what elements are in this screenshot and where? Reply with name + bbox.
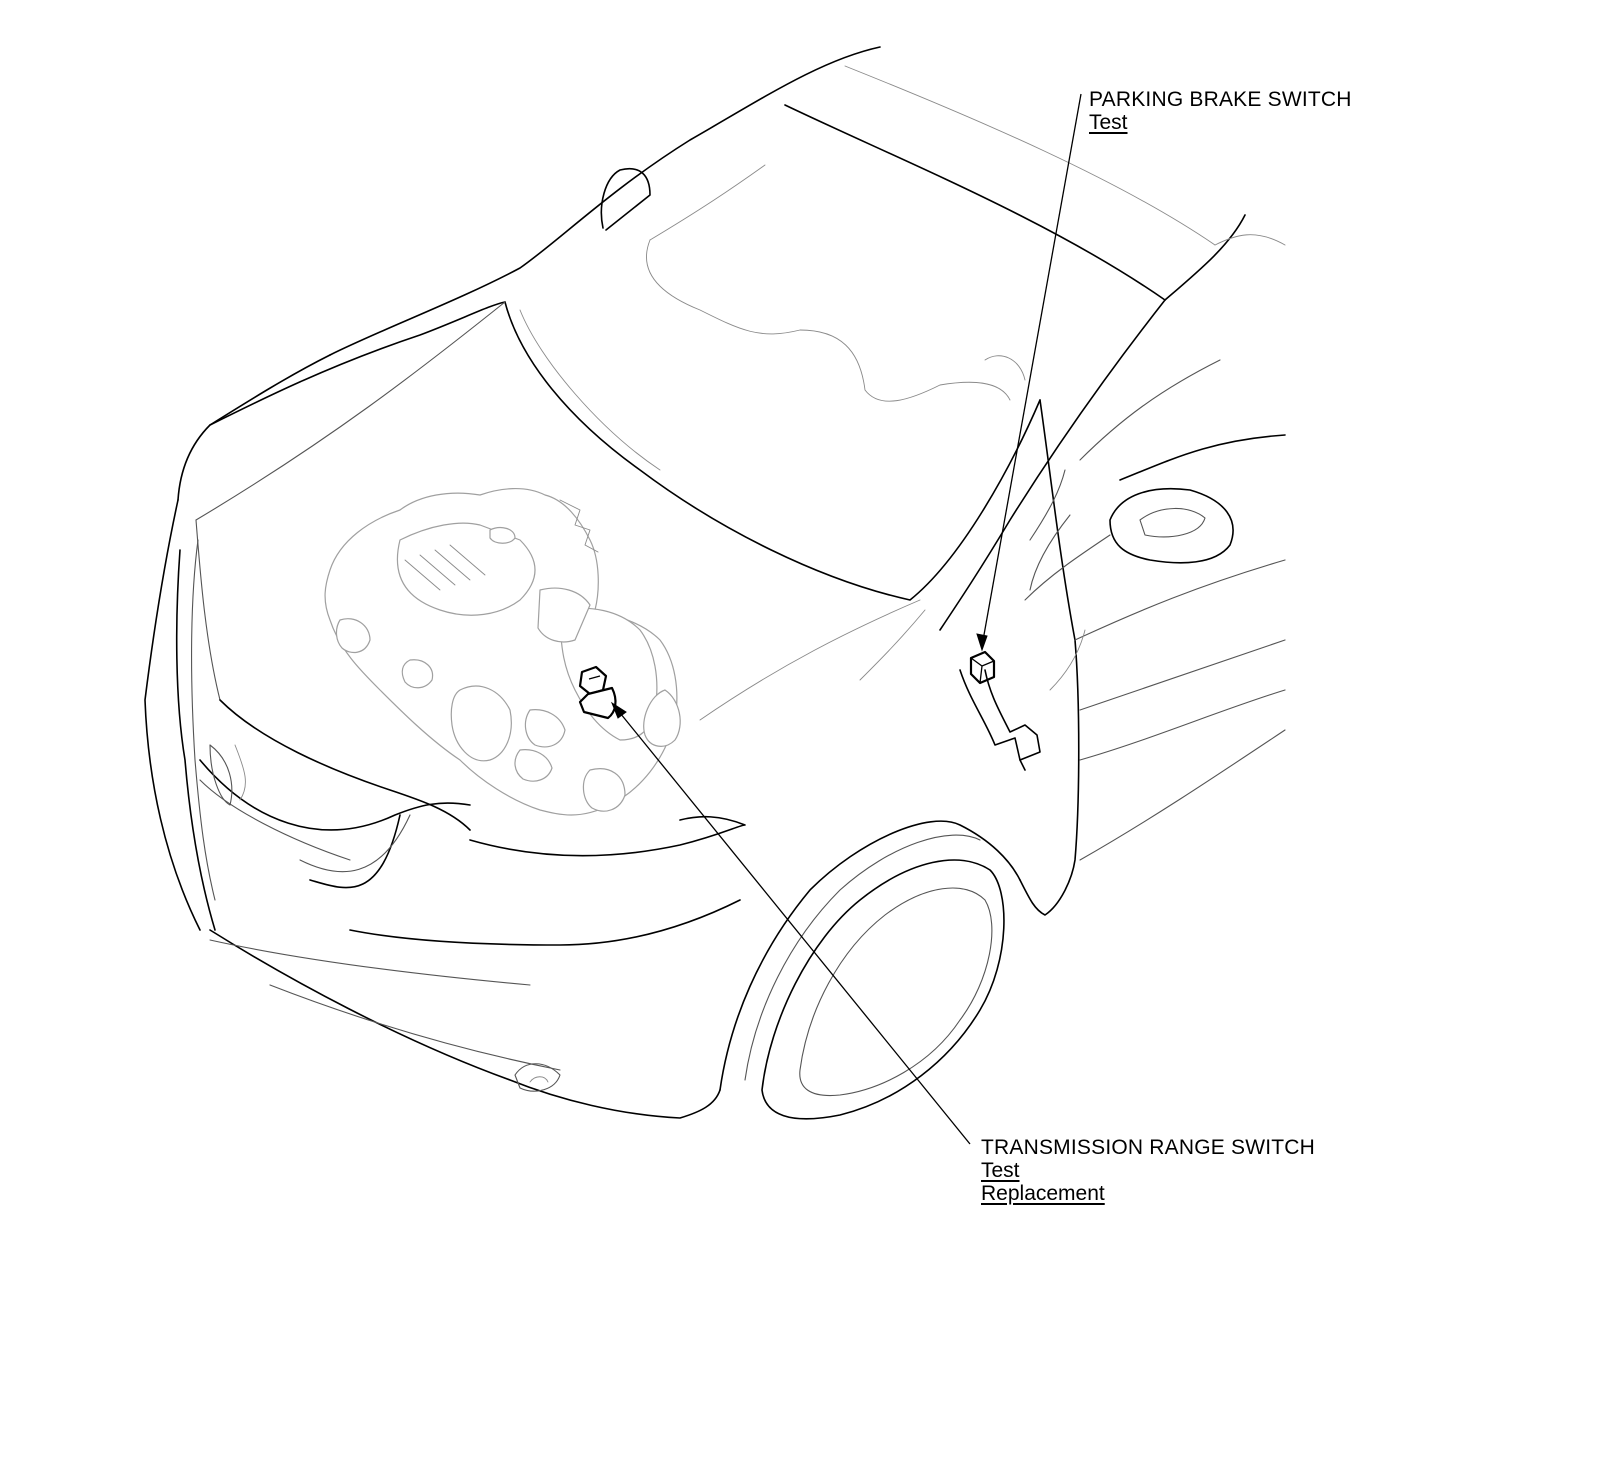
transmission-range-switch-callout: TRANSMISSION RANGE SWITCH Test Replaceme… [981, 1136, 1315, 1205]
parking-brake-switch-title: PARKING BRAKE SWITCH [1089, 88, 1352, 111]
engine-assembly [324, 487, 681, 816]
side-mirror [1024, 488, 1234, 601]
front-wheel [719, 820, 1021, 1120]
transmission-range-switch-test-link[interactable]: Test [981, 1159, 1020, 1182]
vehicle-roof [329, 46, 1286, 631]
parking-brake-switch-callout: PARKING BRAKE SWITCH Test [1089, 88, 1352, 134]
transmission-range-switch-part[interactable] [578, 665, 617, 720]
antenna-fin [600, 168, 651, 231]
parking-brake-leader [976, 93, 1082, 652]
parking-brake-switch-part[interactable] [959, 650, 1041, 771]
hood [177, 301, 926, 721]
transmission-range-switch-replacement-link[interactable]: Replacement [981, 1182, 1105, 1205]
front-door-and-fender [1019, 359, 1286, 916]
transmission-range-switch-title: TRANSMISSION RANGE SWITCH [981, 1136, 1316, 1159]
parking-brake-switch-test-link[interactable]: Test [1089, 111, 1128, 134]
windshield [504, 164, 1041, 601]
transmission-range-leader [610, 701, 971, 1145]
front-fascia [144, 499, 746, 1119]
